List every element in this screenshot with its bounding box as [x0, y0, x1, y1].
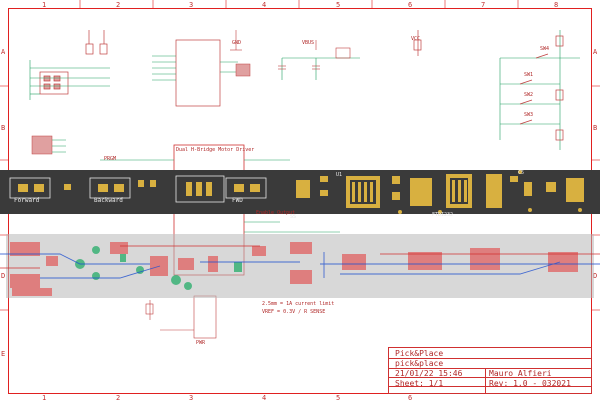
row-letter: D — [593, 272, 598, 280]
mcu-pwr — [230, 30, 242, 51]
ruler-ticks — [0, 0, 600, 311]
label-sw3: SW3 — [524, 112, 534, 118]
silk-ss: SS — [290, 214, 297, 220]
bottom-traces-blue — [0, 252, 600, 279]
label-gnd: GND — [232, 40, 242, 46]
title-block: Pick&Place pick&place 21/01/22 15:46 Mau… — [388, 347, 592, 394]
pcb-vias — [398, 170, 582, 214]
label-sw4: SW4 — [540, 46, 550, 52]
silkscreen-outlines — [9, 175, 267, 203]
column-number: 7 — [481, 1, 486, 9]
pcb-top-view — [0, 170, 600, 214]
column-number: 2 — [116, 394, 121, 402]
title-divider — [389, 358, 591, 359]
label-prgm: PRGM — [104, 156, 117, 162]
title-divider — [389, 368, 591, 369]
label-driver-box: Dual H-Bridge Motor Driver — [176, 147, 255, 153]
row-letter: B — [593, 124, 598, 132]
column-number: 1 — [42, 394, 47, 402]
label-vbus: VBUS — [302, 40, 315, 46]
label-sw1: SW1 — [524, 72, 534, 78]
mcu-nets — [152, 55, 238, 81]
column-number: 1 — [42, 1, 47, 9]
label-loop-note: 2.5mm = 1A current limit — [262, 301, 335, 307]
silk-fwd: FWD — [232, 197, 243, 204]
label-vcc: VCC — [411, 36, 421, 42]
bottom-traces-red — [0, 245, 600, 269]
title-sheet: Sheet: 1/1 — [395, 379, 444, 388]
column-number: 4 — [262, 394, 267, 402]
connector-jp1 — [39, 71, 69, 95]
pad-fingers — [352, 180, 467, 202]
nets-top-left — [29, 60, 110, 100]
header-nets — [52, 139, 66, 153]
header-jp2 — [31, 135, 53, 155]
column-number: 5 — [336, 394, 341, 402]
column-number: 3 — [189, 1, 194, 9]
row-letter: B — [1, 124, 6, 132]
lower-components — [145, 295, 217, 339]
title-name: Pick&Place — [395, 349, 444, 358]
silk-c5: C5 — [518, 170, 525, 176]
row-letter: A — [593, 48, 598, 56]
label-sw2: SW2 — [524, 92, 534, 98]
label-vref-note: VREF = 0.3V / R SENSE — [262, 309, 326, 315]
label-pwr: PWR — [196, 340, 206, 346]
row-letter: D — [1, 272, 6, 280]
column-number: 4 — [262, 1, 267, 9]
title-filename: pick&place — [395, 359, 444, 368]
silk-ftdi: FTDI232 — [432, 212, 454, 218]
column-number: 6 — [408, 394, 413, 402]
title-divider — [389, 377, 591, 378]
resistors-top — [85, 30, 108, 55]
label-enable: Enable Output — [256, 210, 296, 216]
column-number: 3 — [189, 394, 194, 402]
row-letter: E — [1, 350, 6, 358]
silk-backward: Backward — [94, 197, 123, 204]
regulator-nets — [281, 57, 360, 80]
title-column-divider — [485, 377, 486, 394]
silk-u1: U1 — [336, 172, 343, 178]
title-date: 21/01/22 15:46 — [395, 369, 463, 378]
row-letter: A — [1, 48, 6, 56]
regulator-parts — [278, 40, 351, 70]
title-revision: Rev: 1.0 - 032021 — [489, 379, 571, 388]
title-author: Mauro Alfieri — [489, 369, 552, 378]
silk-forward: Forward — [14, 197, 40, 204]
title-column-divider — [485, 368, 486, 377]
mcu-header — [235, 63, 251, 77]
switches — [413, 30, 564, 141]
mcu-u2 — [175, 39, 221, 107]
column-number: 6 — [408, 1, 413, 9]
pcb-bottom-view — [0, 234, 600, 298]
title-divider — [389, 386, 591, 387]
bottom-pads-red — [10, 242, 578, 296]
column-number: 5 — [336, 1, 341, 9]
column-number: 8 — [554, 1, 559, 9]
column-number: 2 — [116, 1, 121, 9]
